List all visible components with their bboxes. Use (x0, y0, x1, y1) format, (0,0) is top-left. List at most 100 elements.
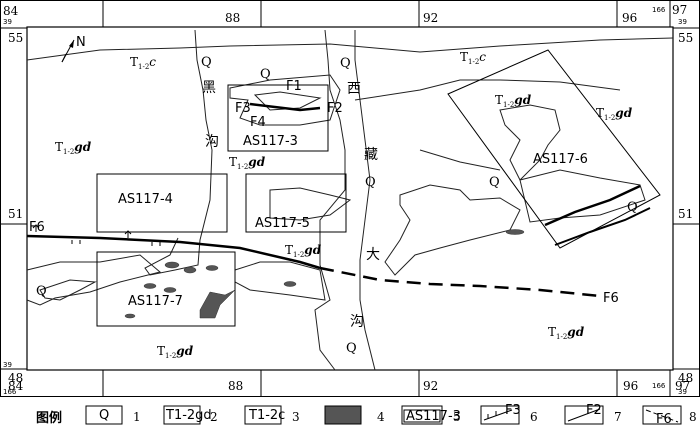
ore-body (124, 313, 136, 319)
label-f1: F1 (286, 79, 302, 94)
fault-east-1 (544, 184, 641, 227)
label-as117-7: AS117-7 (128, 294, 183, 309)
q-label: Q (340, 56, 351, 71)
label-as117-3: AS117-3 (243, 134, 298, 149)
label-as117-6: AS117-6 (533, 152, 588, 167)
f6-arrow (124, 230, 132, 238)
legend-symbol-gd (163, 405, 201, 425)
stratum-t12gd: T1-2gd (229, 155, 266, 171)
place-hei: 黑 (202, 80, 216, 96)
ore-body (143, 283, 157, 289)
area-as117-5-box (245, 173, 347, 233)
label-f6-left: F6 (29, 220, 45, 235)
legend-fault-f3-line (483, 409, 513, 421)
bottom-tick-97: 97 (675, 379, 690, 393)
corner-bl-b: 166 (3, 388, 17, 396)
area-as117-4-box (96, 173, 228, 233)
top-tick-84: 84 (3, 4, 19, 18)
bottom-tick-88: 88 (228, 379, 243, 393)
top-tick-88: 88 (225, 11, 240, 25)
legend-num-8: 8 (689, 410, 697, 424)
legend-fault-f2-line (567, 408, 601, 422)
top-tick-96: 96 (622, 11, 637, 25)
legend-num-5: 5 (453, 410, 461, 424)
place-gou-2: 沟 (350, 314, 364, 330)
geological-boundaries (26, 29, 674, 371)
f6-arrow (32, 224, 40, 232)
legend-symbol-ore (324, 405, 362, 425)
label-as117-4: AS117-4 (118, 192, 173, 207)
corner-bl-a: 39 (3, 361, 12, 369)
fault-f6-dashed (319, 266, 601, 298)
top-tick-97: 97 (672, 3, 687, 17)
legend-symbol-area (401, 405, 443, 425)
legend-symbol-fault-f3 (480, 405, 520, 425)
stratum-t12gd: T1-2gd (55, 140, 92, 156)
ore-body (183, 266, 197, 274)
legend: 图例 Q 1 T1-2gd 2 T1-2c 3 4 AS117-3 5 F3 6… (36, 403, 697, 427)
right-tick-55: 55 (678, 31, 693, 45)
place-xi: 西 (347, 81, 361, 97)
bottom-tick-84: 84 (8, 379, 24, 393)
ore-body (505, 229, 525, 235)
ore-body (283, 281, 297, 287)
stratum-t12gd: T1-2gd (548, 325, 585, 341)
north-arrow: N (61, 35, 86, 63)
place-gou-1: 沟 (205, 134, 219, 150)
right-tick-48: 48 (678, 371, 693, 385)
top-tick-92: 92 (423, 11, 438, 25)
stratum-t12gd: T1-2gd (157, 344, 194, 360)
left-tick-55: 55 (8, 31, 23, 45)
north-arrow-label: N (76, 35, 86, 50)
area-as117-3-box (227, 84, 329, 152)
corner-tr-b: 39 (678, 18, 687, 26)
left-tick-48: 48 (8, 371, 23, 385)
bottom-tick-92: 92 (423, 379, 438, 393)
q-label: Q (260, 67, 271, 82)
corner-br-b: 39 (678, 388, 687, 396)
fault-ticks (71, 240, 161, 246)
place-zang: 藏 (364, 147, 378, 163)
legend-num-3: 3 (292, 410, 300, 424)
legend-symbol-c (244, 405, 282, 425)
legend-num-7: 7 (614, 410, 622, 424)
fault-east-2 (554, 207, 651, 246)
legend-symbol-fault-f2 (564, 405, 604, 425)
label-f6-right: F6 (603, 291, 619, 306)
q-label: Q (627, 200, 638, 215)
legend-title: 图例 (36, 410, 62, 426)
stratum-t12c: T1-2c (460, 50, 486, 66)
legend-symbol-c-text: T1-2c (248, 408, 285, 423)
legend-symbol-area-inner (403, 409, 441, 423)
stratum-t12c: T1-2c (130, 55, 156, 71)
place-da: 大 (366, 247, 380, 263)
map-border (26, 26, 674, 371)
right-tick-51: 51 (678, 207, 693, 221)
legend-symbol-fault-f6 (642, 405, 682, 425)
corner-tl-b: 39 (3, 18, 12, 26)
legend-symbol-f2-text: F2 (586, 403, 602, 418)
q-label: Q (489, 175, 500, 190)
ore-body-main (199, 289, 236, 319)
legend-num-1: 1 (133, 410, 141, 424)
ore-body (163, 287, 177, 293)
stratum-t12gd: T1-2gd (285, 243, 322, 259)
q-label: Q (365, 175, 376, 190)
legend-num-2: 2 (210, 410, 218, 424)
corner-tr-a: 166 (652, 6, 666, 14)
ore-body (164, 261, 180, 269)
legend-fault-f6-line (645, 409, 679, 423)
legend-symbol-f3-text: F3 (505, 403, 521, 418)
faults (26, 102, 651, 298)
legend-symbol-q-text: Q (99, 408, 109, 423)
q-label: Q (346, 341, 357, 356)
legend-symbol-area-text: AS117-3 (406, 409, 461, 424)
legend-num-6: 6 (530, 410, 538, 424)
stratum-t12gd: T1-2gd (495, 93, 532, 109)
stratum-labels: T1-2c T1-2c T1-2gd T1-2gd T1-2gd T1-2gd … (55, 50, 633, 360)
fault-f6-solid (26, 234, 321, 270)
quaternary-labels: Q Q Q Q Q Q Q Q (36, 55, 638, 356)
legend-symbol-q (85, 405, 123, 425)
area-as117-6-box (447, 49, 661, 249)
